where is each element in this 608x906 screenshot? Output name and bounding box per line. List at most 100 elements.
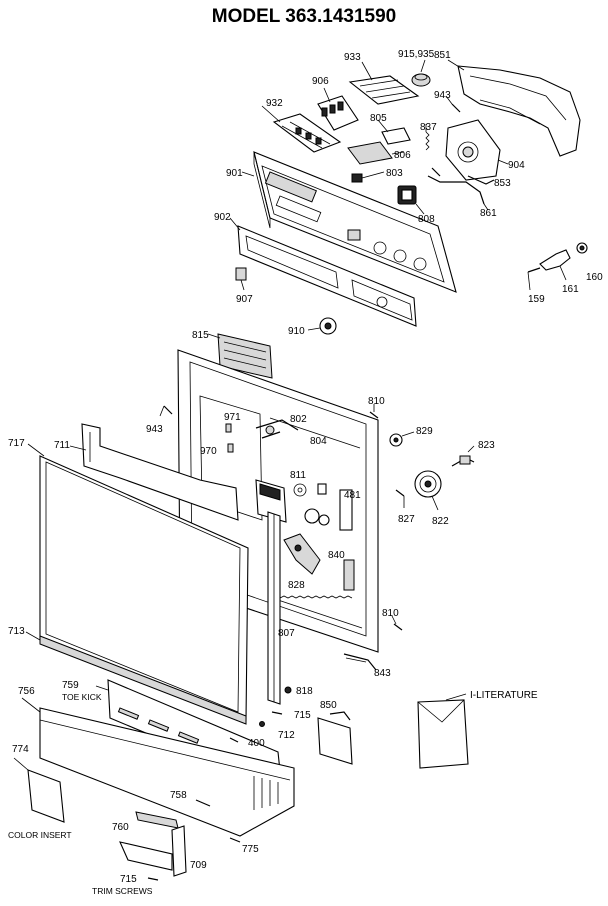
label-810a: 810 (368, 396, 385, 407)
label-807: 807 (278, 628, 295, 639)
label-802: 802 (290, 414, 307, 425)
part-758-shape (195, 799, 211, 807)
label-853: 853 (494, 178, 511, 189)
label-843: 843 (374, 668, 391, 679)
part-756-shape (21, 697, 295, 837)
label-758: 758 (170, 790, 187, 801)
label-943a: 943 (434, 90, 451, 101)
label-932: 932 (266, 98, 283, 109)
part-915-935-shape (411, 59, 431, 87)
label-709: 709 (190, 860, 207, 871)
label-933: 933 (344, 52, 361, 63)
part-774-shape (13, 757, 65, 823)
part-901-shape (241, 151, 457, 293)
label-837: 837 (420, 122, 437, 133)
label-822: 822 (432, 516, 449, 527)
part-807-shape (267, 511, 281, 705)
part-970-971-shapes (225, 423, 234, 453)
label-805: 805 (370, 113, 387, 124)
part-711-shape (69, 423, 239, 521)
part-943a-shape (445, 95, 461, 113)
label-902: 902 (214, 212, 231, 223)
label-808: 808 (418, 214, 435, 225)
label-759: 759 (62, 680, 79, 691)
part-815-shape (207, 333, 273, 379)
label-850: 850 (320, 700, 337, 711)
part-803-shape (351, 171, 385, 183)
label-literature: I-LITERATURE (470, 690, 538, 701)
part-850-shape (317, 711, 353, 765)
label-815: 815 (192, 330, 209, 341)
label-904: 904 (508, 160, 525, 171)
part-853-shape (467, 175, 495, 185)
part-943b-shape (159, 405, 173, 417)
part-840-828-shapes (283, 508, 330, 575)
page-title: MODEL 363.1431590 (211, 6, 397, 27)
label-161: 161 (562, 284, 579, 295)
part-907-shape (235, 267, 247, 291)
part-837-shape (425, 124, 430, 151)
label-775: 775 (242, 844, 259, 855)
label-160: 160 (586, 272, 603, 283)
part-933-shape (348, 61, 420, 105)
label-756: 756 (18, 686, 35, 697)
part-159-160-161-shapes (527, 242, 588, 291)
label-910: 910 (288, 326, 305, 337)
label-717: 717 (8, 438, 25, 449)
part-843-shape (343, 653, 377, 671)
label-811: 811 (290, 470, 306, 481)
label-810b: 810 (382, 608, 399, 619)
label-840: 840 (328, 550, 345, 561)
label-713: 713 (8, 626, 25, 637)
label-806: 806 (394, 150, 411, 161)
label-715b: 715 (120, 874, 137, 885)
label-818: 818 (296, 686, 313, 697)
part-861-shape (427, 167, 489, 211)
label-color-insert: COLOR INSERT (8, 830, 72, 840)
label-774: 774 (12, 744, 29, 755)
part-851-shape (447, 59, 581, 157)
part-906-shape (317, 87, 359, 131)
label-823: 823 (478, 440, 495, 451)
label-760: 760 (112, 822, 129, 833)
part-760-shape (135, 811, 179, 829)
part-709-shape (119, 825, 187, 877)
part-811-shape (255, 479, 327, 523)
part-904-shape (445, 119, 509, 181)
label-970: 970 (200, 446, 217, 457)
hardware-818-715-712-400 (147, 686, 292, 881)
part-808-shape (397, 185, 425, 215)
part-827-shape (395, 489, 405, 508)
part-829-shape (389, 431, 415, 447)
label-712: 712 (278, 730, 295, 741)
part-823-shape (451, 445, 475, 467)
label-481: 481 (344, 490, 361, 501)
part-713-shape (25, 631, 247, 725)
label-851: 851 (434, 50, 451, 61)
label-711: 711 (54, 440, 70, 451)
part-810-shapes (369, 404, 403, 631)
label-829: 829 (416, 426, 433, 437)
part-802-shape (255, 419, 299, 439)
label-803: 803 (386, 168, 403, 179)
part-806-shape (347, 141, 405, 165)
label-159: 159 (528, 294, 545, 305)
label-trim-screws: TRIM SCREWS (92, 886, 153, 896)
part-805-shape (377, 119, 411, 145)
label-901: 901 (226, 168, 243, 179)
label-915-935: 915,935 (398, 49, 435, 60)
label-828: 828 (288, 580, 305, 591)
label-toe-kick: TOE KICK (62, 692, 102, 702)
label-715a: 715 (294, 710, 311, 721)
part-822-shape (414, 470, 442, 511)
label-804: 804 (310, 436, 327, 447)
label-906: 906 (312, 76, 329, 87)
label-861: 861 (480, 208, 497, 219)
label-907: 907 (236, 294, 253, 305)
label-943b: 943 (146, 424, 163, 435)
label-827: 827 (398, 514, 415, 525)
label-400: 400 (248, 738, 265, 749)
part-902-shape (229, 217, 417, 327)
part-910-shape (307, 317, 337, 335)
